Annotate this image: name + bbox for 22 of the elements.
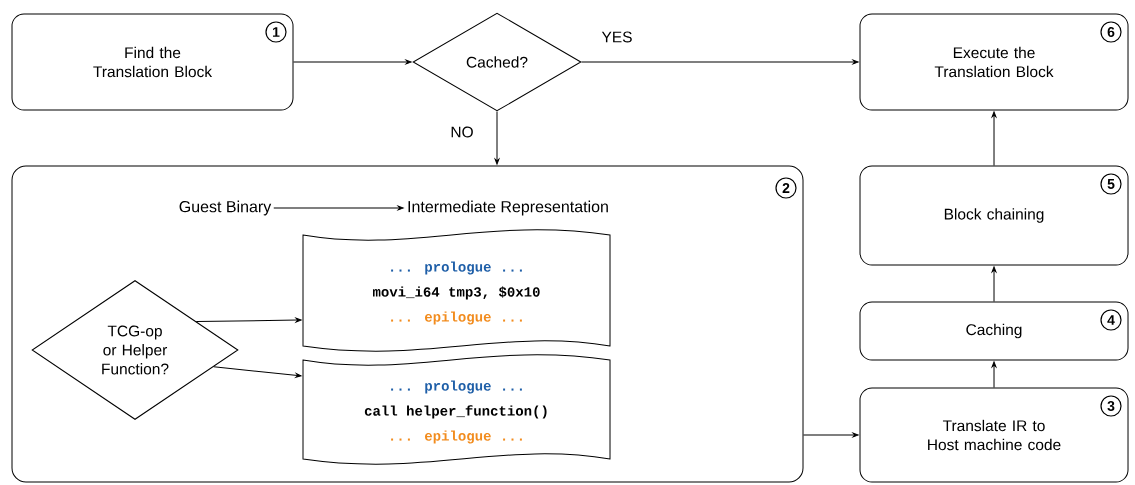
- arrow: [803, 432, 859, 438]
- edge-label: NO: [448, 124, 476, 140]
- code-document: ... prologue ... movi_i64 tmp3, $0x10 ... epilogue ...: [302, 229, 611, 352]
- step-number: 3: [1100, 395, 1122, 417]
- step-number: 1: [265, 21, 287, 43]
- text-label: Intermediate Representation: [408, 200, 608, 216]
- arrow: [195, 317, 302, 323]
- step-number: 5: [1100, 173, 1122, 195]
- edge-label: YES: [599, 29, 635, 45]
- arrow: [581, 59, 859, 65]
- arrow: [991, 111, 997, 166]
- step-number: 4: [1100, 309, 1122, 331]
- arrow: [213, 366, 302, 378]
- step-number: 6: [1100, 21, 1122, 43]
- text-label: Guest Binary: [179, 200, 272, 216]
- arrow: [494, 111, 500, 165]
- arrow: [293, 59, 412, 65]
- arrow: [991, 361, 997, 388]
- arrow: [991, 266, 997, 302]
- code-document: ... prologue ... call helper_function() ... epilogue ...: [302, 354, 611, 465]
- step-number: 2: [775, 177, 797, 199]
- arrow: [273, 205, 404, 211]
